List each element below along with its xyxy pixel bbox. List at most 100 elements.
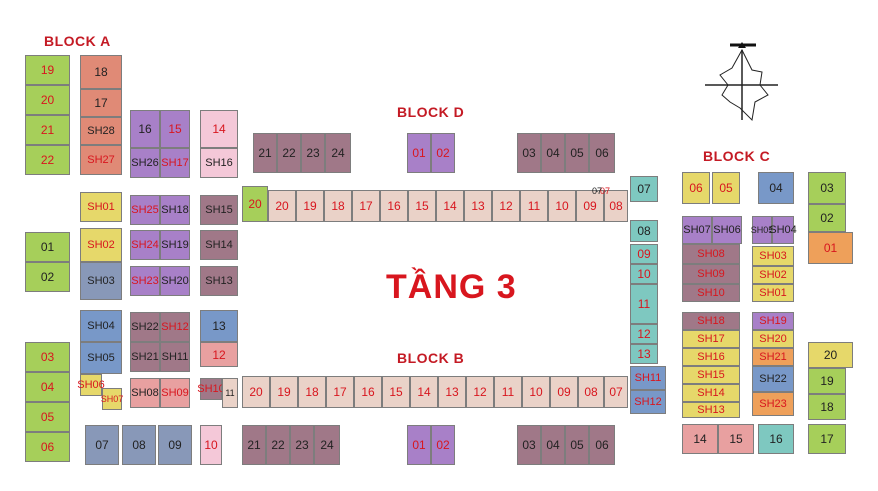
unit-sh02[interactable]: SH02 xyxy=(80,228,122,262)
unit-sh14[interactable]: SH14 xyxy=(682,384,740,402)
unit-03[interactable]: 03 xyxy=(517,425,541,465)
unit-11[interactable]: 11 xyxy=(222,378,238,408)
unit-sh09[interactable]: SH09 xyxy=(682,264,740,284)
unit-sh25[interactable]: SH25 xyxy=(130,195,160,225)
unit-sh27[interactable]: SH27 xyxy=(80,145,122,175)
unit-21[interactable]: 21 xyxy=(242,425,266,465)
unit-sh06[interactable]: SH06 xyxy=(712,216,742,244)
unit-sh18[interactable]: SH18 xyxy=(682,312,740,330)
unit-sh04[interactable]: SH04 xyxy=(80,310,122,342)
unit-sh16[interactable]: SH16 xyxy=(200,148,238,178)
unit-sh26[interactable]: SH26 xyxy=(130,148,160,178)
unit-09[interactable]: 09 xyxy=(158,425,192,465)
unit-17[interactable]: 17 xyxy=(808,424,846,454)
unit-04[interactable]: 04 xyxy=(541,133,565,173)
unit-sh11[interactable]: SH11 xyxy=(160,342,190,372)
unit-sh24[interactable]: SH24 xyxy=(130,230,160,260)
unit-12[interactable]: 12 xyxy=(200,342,238,367)
unit-18[interactable]: 18 xyxy=(80,55,122,89)
unit-03[interactable]: 03 xyxy=(25,342,70,372)
unit-20[interactable]: 20 xyxy=(25,85,70,115)
unit-11[interactable]: 11 xyxy=(520,190,548,222)
unit-08[interactable]: 08 xyxy=(630,220,658,242)
unit-07[interactable]: 07 xyxy=(630,176,658,202)
unit-sh20[interactable]: SH20 xyxy=(160,266,190,296)
unit-07[interactable]: 07 xyxy=(600,186,610,196)
unit-12[interactable]: 12 xyxy=(466,376,494,408)
unit-05[interactable]: 05 xyxy=(565,133,589,173)
unit-sh19[interactable]: SH19 xyxy=(160,230,190,260)
unit-sh22[interactable]: SH22 xyxy=(130,312,160,342)
unit-14[interactable]: 14 xyxy=(682,424,718,454)
unit-sh04[interactable]: SH04 xyxy=(769,216,797,244)
unit-14[interactable]: 14 xyxy=(436,190,464,222)
unit-19[interactable]: 19 xyxy=(25,55,70,85)
unit-04[interactable]: 04 xyxy=(541,425,565,465)
unit-19[interactable]: 19 xyxy=(808,368,846,394)
unit-16[interactable]: 16 xyxy=(758,424,794,454)
unit-16[interactable]: 16 xyxy=(354,376,382,408)
unit-sh10[interactable]: SH10 xyxy=(197,378,225,400)
unit-22[interactable]: 22 xyxy=(266,425,290,465)
unit-sh12[interactable]: SH12 xyxy=(160,312,190,342)
unit-12[interactable]: 12 xyxy=(630,324,658,344)
unit-20[interactable]: 20 xyxy=(242,186,268,222)
unit-10[interactable]: 10 xyxy=(548,190,576,222)
unit-sh07[interactable]: SH07 xyxy=(682,216,712,244)
unit-22[interactable]: 22 xyxy=(25,145,70,175)
unit-05[interactable]: 05 xyxy=(565,425,589,465)
unit-sh19[interactable]: SH19 xyxy=(752,312,794,330)
unit-10[interactable]: 10 xyxy=(200,425,222,465)
unit-03[interactable]: 03 xyxy=(808,172,846,204)
unit-17[interactable]: 17 xyxy=(80,89,122,117)
unit-02[interactable]: 02 xyxy=(431,133,455,173)
unit-06[interactable]: 06 xyxy=(589,425,615,465)
unit-01[interactable]: 01 xyxy=(25,232,70,262)
unit-sh20[interactable]: SH20 xyxy=(752,330,794,348)
unit-02[interactable]: 02 xyxy=(431,425,455,465)
unit-sh28[interactable]: SH28 xyxy=(80,117,122,145)
unit-01[interactable]: 01 xyxy=(808,232,853,264)
unit-sh06[interactable]: SH06 xyxy=(77,374,105,396)
unit-17[interactable]: 17 xyxy=(326,376,354,408)
unit-02[interactable]: 02 xyxy=(25,262,70,292)
unit-sh07[interactable]: SH07 xyxy=(101,388,123,410)
unit-24[interactable]: 24 xyxy=(325,133,351,173)
unit-05[interactable]: 05 xyxy=(712,172,740,204)
unit-sh05[interactable]: SH05 xyxy=(751,216,773,244)
unit-19[interactable]: 19 xyxy=(270,376,298,408)
unit-04[interactable]: 04 xyxy=(758,172,794,204)
unit-13[interactable]: 13 xyxy=(438,376,466,408)
unit-10[interactable]: 10 xyxy=(522,376,550,408)
unit-24[interactable]: 24 xyxy=(314,425,340,465)
unit-01[interactable]: 01 xyxy=(407,133,431,173)
unit-11[interactable]: 11 xyxy=(494,376,522,408)
unit-14[interactable]: 14 xyxy=(410,376,438,408)
unit-sh01[interactable]: SH01 xyxy=(80,192,122,222)
unit-21[interactable]: 21 xyxy=(25,115,70,145)
unit-10[interactable]: 10 xyxy=(630,264,658,284)
unit-09[interactable]: 09 xyxy=(576,190,604,222)
unit-22[interactable]: 22 xyxy=(277,133,301,173)
unit-sh18[interactable]: SH18 xyxy=(160,195,190,225)
unit-15[interactable]: 15 xyxy=(382,376,410,408)
unit-13[interactable]: 13 xyxy=(464,190,492,222)
unit-sh11[interactable]: SH11 xyxy=(630,366,666,390)
unit-sh16[interactable]: SH16 xyxy=(682,348,740,366)
unit-sh15[interactable]: SH15 xyxy=(682,366,740,384)
unit-15[interactable]: 15 xyxy=(160,110,190,148)
unit-sh17[interactable]: SH17 xyxy=(682,330,740,348)
unit-sh08[interactable]: SH08 xyxy=(130,378,160,408)
unit-03[interactable]: 03 xyxy=(517,133,541,173)
unit-09[interactable]: 09 xyxy=(630,244,658,264)
unit-sh08[interactable]: SH08 xyxy=(682,244,740,264)
unit-06[interactable]: 06 xyxy=(682,172,710,204)
unit-sh03[interactable]: SH03 xyxy=(752,246,794,266)
unit-20[interactable]: 20 xyxy=(242,376,270,408)
unit-19[interactable]: 19 xyxy=(296,190,324,222)
unit-sh10[interactable]: SH10 xyxy=(682,284,740,302)
unit-18[interactable]: 18 xyxy=(324,190,352,222)
unit-12[interactable]: 12 xyxy=(492,190,520,222)
unit-06[interactable]: 06 xyxy=(25,432,70,462)
unit-01[interactable]: 01 xyxy=(407,425,431,465)
